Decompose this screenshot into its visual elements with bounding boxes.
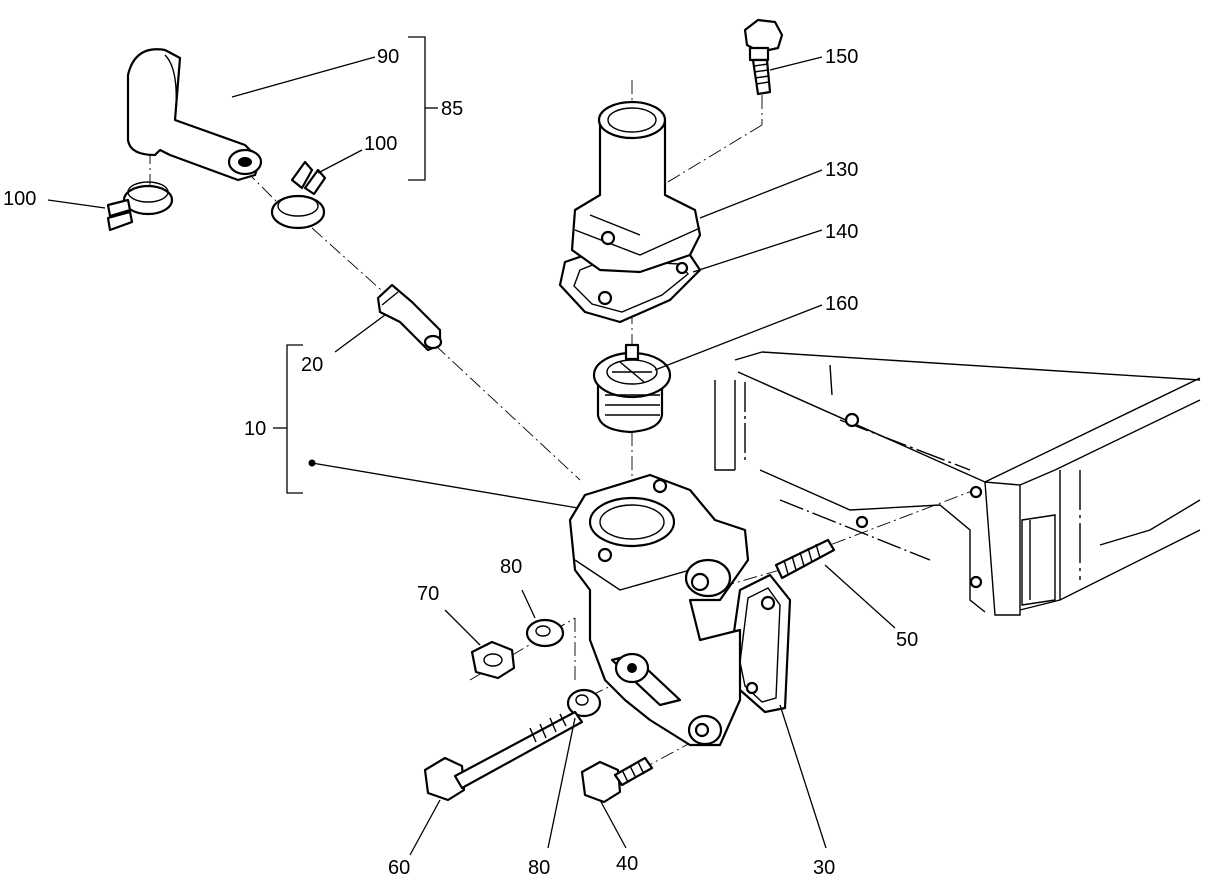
callout-70: 70 — [417, 583, 439, 605]
part-130-outlet — [570, 100, 702, 274]
callout-labels: 90 85 100 100 150 130 140 160 20 10 80 7… — [3, 46, 918, 879]
part-50-stud — [774, 538, 836, 580]
part-80-washer-top — [525, 618, 565, 648]
callout-90: 90 — [377, 46, 399, 68]
bracket-85 — [408, 36, 438, 181]
part-70-nut — [470, 640, 516, 680]
callout-160: 160 — [825, 293, 858, 315]
callout-30: 30 — [813, 857, 835, 879]
callout-140: 140 — [825, 221, 858, 243]
part-40-bolt — [580, 756, 654, 804]
engine-block — [714, 351, 1201, 616]
callout-60: 60 — [388, 857, 410, 879]
part-100-clamp-right — [270, 160, 327, 230]
callout-100-right: 100 — [364, 133, 397, 155]
callout-80-top: 80 — [500, 556, 522, 578]
part-80-washer-bottom — [566, 688, 602, 718]
callout-40: 40 — [616, 853, 638, 875]
callout-10: 10 — [244, 418, 266, 440]
callout-80-bottom: 80 — [528, 857, 550, 879]
callout-100-left: 100 — [3, 188, 36, 210]
part-20-pipe — [376, 283, 443, 352]
part-160-thermostat — [592, 343, 672, 434]
callout-130: 130 — [825, 159, 858, 181]
part-60-bolt — [423, 710, 584, 802]
leader-lines — [47, 56, 896, 856]
callout-150: 150 — [825, 46, 858, 68]
part-150-bolt — [743, 18, 784, 96]
callout-20: 20 — [301, 354, 323, 376]
callout-85: 85 — [441, 98, 463, 120]
callout-50: 50 — [896, 629, 918, 651]
part-10-housing — [568, 473, 750, 747]
part-100-clamp-left — [106, 181, 174, 232]
part-90-hose — [126, 48, 263, 182]
